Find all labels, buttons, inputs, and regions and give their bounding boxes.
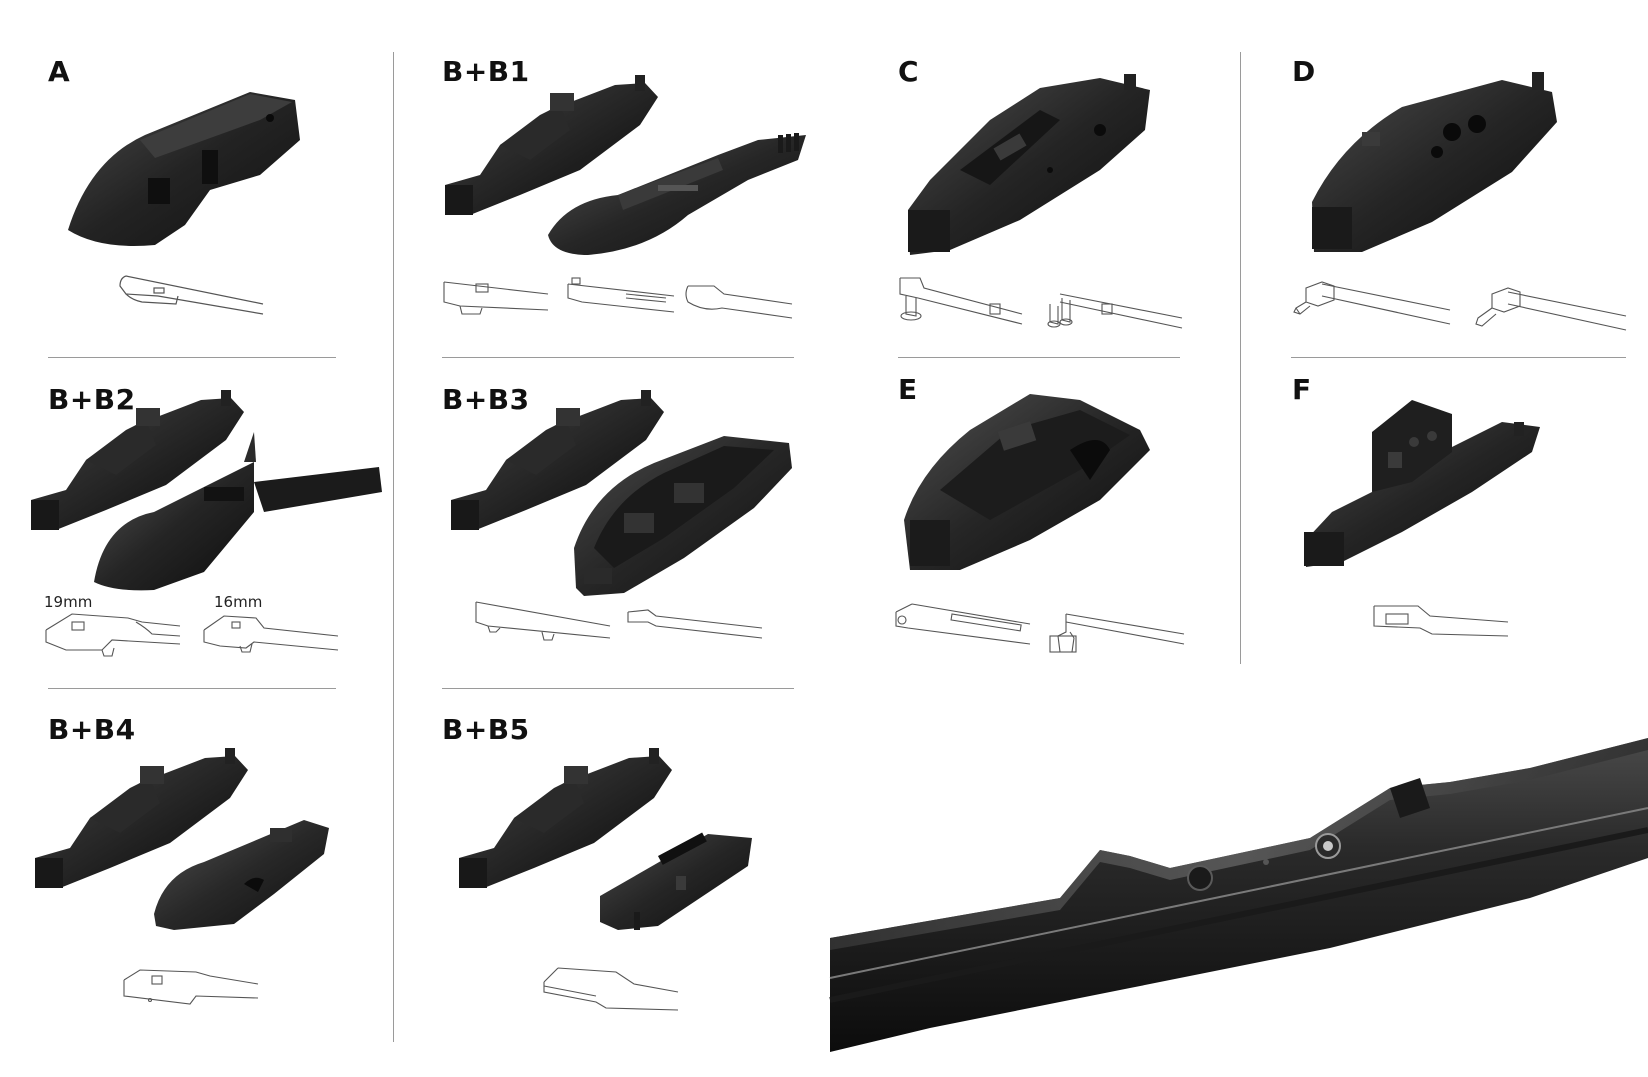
adapter-b2-line-drawing-19mm xyxy=(45,613,181,657)
adapter-d-image xyxy=(1312,72,1557,252)
section-label-b-b1: B+B1 xyxy=(442,55,530,88)
adapter-b2-line-drawing-16mm xyxy=(203,615,339,653)
adapter-b3-image xyxy=(574,436,792,596)
adapter-b3-line-drawing-1 xyxy=(475,601,611,641)
divider-row1-a xyxy=(48,357,336,358)
divider-vertical-left xyxy=(393,52,394,1042)
section-label-f: F xyxy=(1292,373,1312,406)
divider-row1-d xyxy=(1291,357,1626,358)
divider-row1-c xyxy=(898,357,1180,358)
adapter-b2-image xyxy=(94,432,382,591)
section-label-d: D xyxy=(1292,55,1316,88)
adapter-c-line-drawing-2 xyxy=(1047,293,1183,329)
adapter-b-image-4 xyxy=(35,748,248,888)
adapter-a-image xyxy=(68,92,300,246)
adapter-b1-image xyxy=(548,133,806,255)
adapter-f-line-drawing xyxy=(1373,605,1509,637)
adapter-b4-image xyxy=(154,820,329,930)
adapter-d-line-drawing-1 xyxy=(1293,281,1451,325)
section-label-b-b4: B+B4 xyxy=(48,713,136,746)
adapter-d-line-drawing-2 xyxy=(1475,287,1627,331)
size-label-19mm: 19mm xyxy=(44,593,93,611)
size-label-16mm: 16mm xyxy=(214,593,263,611)
section-label-b-b3: B+B3 xyxy=(442,383,530,416)
adapter-b1-line-drawing-3 xyxy=(685,285,793,319)
section-label-b-b2: B+B2 xyxy=(48,383,136,416)
adapter-c-image xyxy=(908,74,1150,255)
adapter-b-image-2 xyxy=(31,390,244,530)
adapter-c-line-drawing-1 xyxy=(899,277,1023,325)
adapter-b5-image xyxy=(600,832,752,930)
adapter-b-image-3 xyxy=(451,390,664,530)
divider-vertical-right xyxy=(1240,52,1241,664)
adapter-b3-line-drawing-2 xyxy=(627,609,763,639)
divider-row2-a xyxy=(48,688,336,689)
adapter-b-image xyxy=(445,75,658,215)
wiper-blade-closeup-photo xyxy=(829,738,1648,1052)
section-label-a: A xyxy=(48,55,71,88)
section-label-c: C xyxy=(898,55,920,88)
adapter-e-image xyxy=(904,394,1150,570)
adapter-a-line-drawing xyxy=(119,275,264,315)
section-label-b-b5: B+B5 xyxy=(442,713,530,746)
divider-row2-b xyxy=(442,688,794,689)
adapter-f-image xyxy=(1304,400,1540,567)
divider-row1-b xyxy=(442,357,794,358)
adapter-e-line-drawing-2 xyxy=(1049,613,1185,653)
adapter-b4-line-drawing xyxy=(123,969,259,1005)
adapter-b1-line-drawing-2 xyxy=(567,277,675,313)
adapter-b1-line-drawing-1 xyxy=(443,281,549,315)
adapter-b5-line-drawing xyxy=(543,967,679,1011)
adapter-b-image-5 xyxy=(459,748,672,888)
adapter-e-line-drawing-1 xyxy=(895,603,1031,645)
section-label-e: E xyxy=(898,373,918,406)
